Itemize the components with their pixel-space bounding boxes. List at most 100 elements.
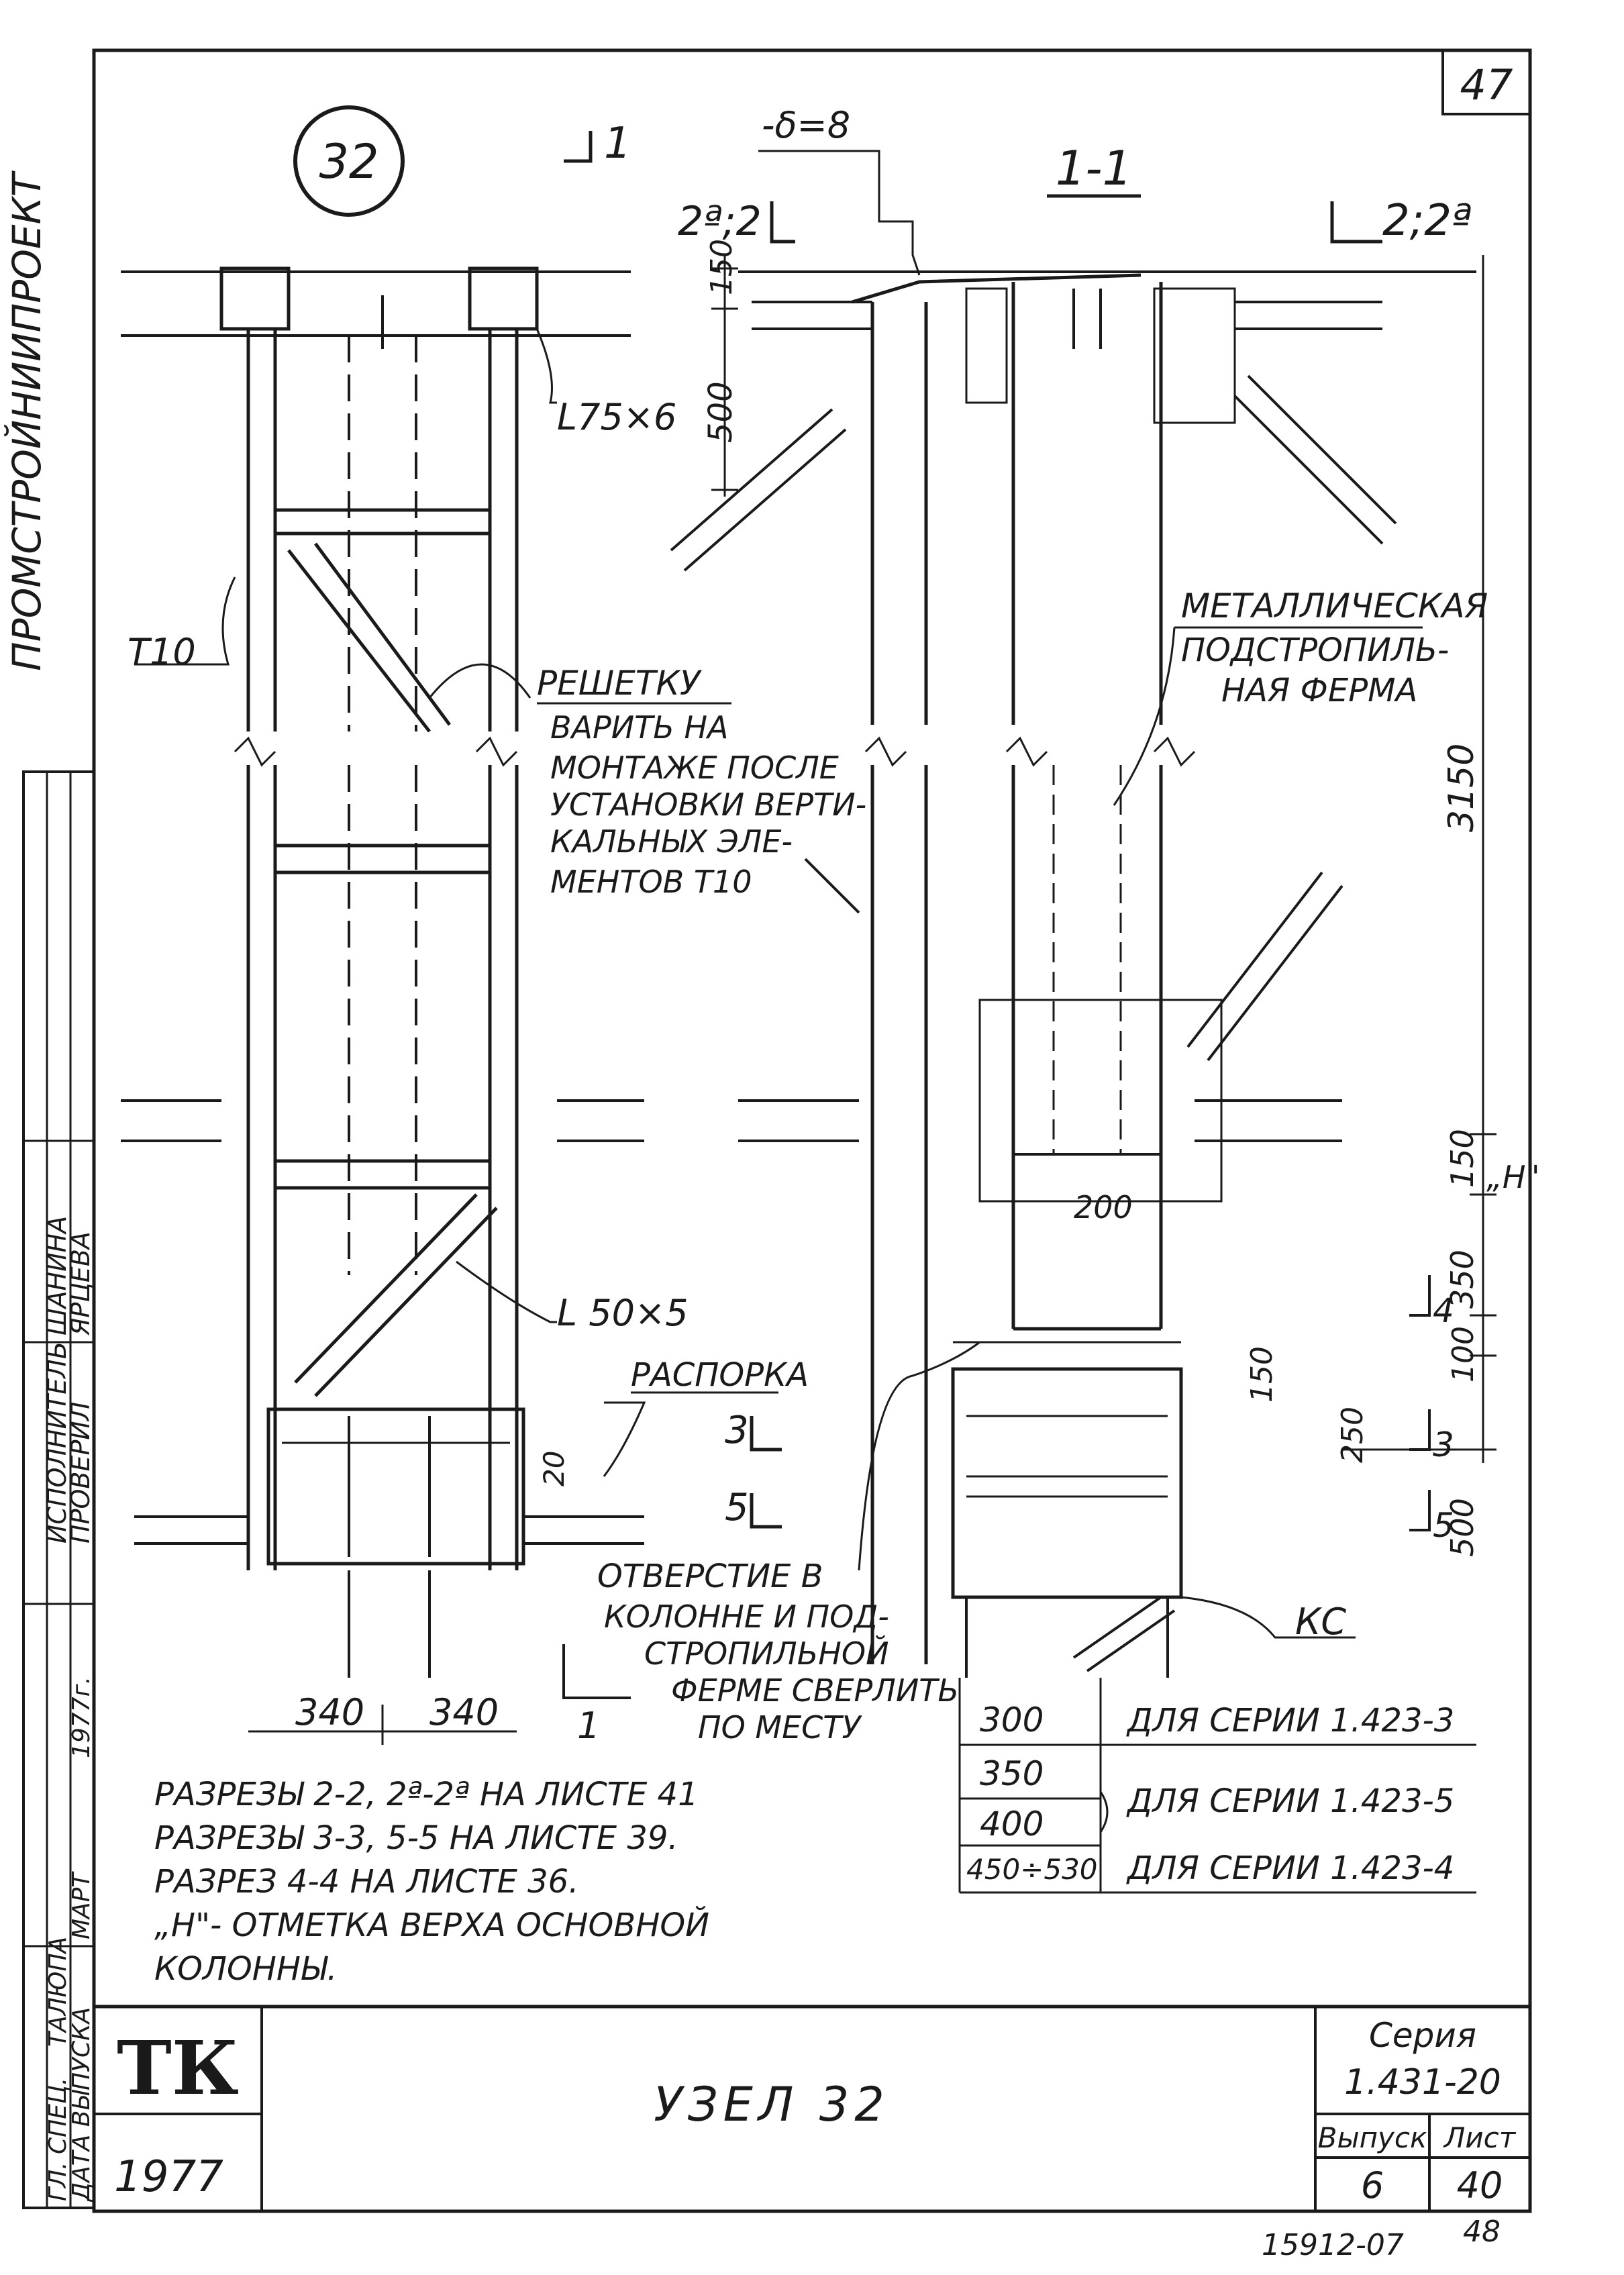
kc-label: КС — [1295, 1601, 1346, 1643]
svg-text:ФЕРМЕ СВЕРЛИТЬ: ФЕРМЕ СВЕРЛИТЬ — [671, 1672, 959, 1709]
dim-200: 200 — [1074, 1189, 1133, 1225]
issue-value: 6 — [1361, 2164, 1384, 2207]
dim-150-mid: 150 — [1444, 1129, 1480, 1188]
leader-t10 — [134, 576, 236, 666]
section-2-right-label: 2;2ª — [1382, 196, 1472, 246]
org-label: ПРОМСТРОЙНИИПРОЕКТ — [3, 170, 50, 671]
stamp-role-1: ПРОВЕРИЛ — [66, 1402, 95, 1544]
truss-note: МЕТАЛЛИЧЕСКАЯ ПОДСТРОПИЛЬ- НАЯ ФЕРМА — [1174, 587, 1488, 709]
svg-text:РАЗРЕЗ 4-4 НА ЛИСТЕ 36.: РАЗРЕЗ 4-4 НА ЛИСТЕ 36. — [154, 1863, 578, 1901]
series-label: Серия — [1369, 2016, 1476, 2055]
svg-text:РАЗРЕЗЫ 3-3, 5-5 НА ЛИСТЕ 39.: РАЗРЕЗЫ 3-3, 5-5 НА ЛИСТЕ 39. — [154, 1819, 678, 1857]
svg-text:ПОДСТРОПИЛЬ-: ПОДСТРОПИЛЬ- — [1181, 631, 1449, 669]
series-value: 1.431-20 — [1344, 2062, 1501, 2103]
sec5-label: 5 — [725, 1486, 749, 1529]
weld-note: РЕШЕТКУ ВАРИТЬ НА МОНТАЖЕ ПОСЛЕ УСТАНОВК… — [537, 664, 866, 900]
svg-text:СТРОПИЛЬНОЙ: СТРОПИЛЬНОЙ — [644, 1635, 889, 1672]
svg-text:МЕТАЛЛИЧЕСКАЯ: МЕТАЛЛИЧЕСКАЯ — [1181, 587, 1488, 625]
svg-text:ОТВЕРСТИЕ В: ОТВЕРСТИЕ В — [597, 1558, 823, 1595]
series-table: 300 ДЛЯ СЕРИИ 1.423-3 350 400 ДЛЯ СЕРИИ … — [958, 1678, 1476, 1894]
sec-marker-bottom-line — [562, 1644, 631, 1699]
dim-340-left: 340 — [295, 1691, 364, 1733]
series-row-1-value: 350 — [980, 1754, 1044, 1793]
series-row-0-value: 300 — [980, 1701, 1044, 1739]
node-circle — [293, 105, 405, 217]
series-row-2-text: ДЛЯ СЕРИИ 1.423-5 — [1126, 1782, 1454, 1820]
section-2-right-marker — [1330, 201, 1382, 244]
sheet-label: Лист — [1443, 2121, 1517, 2154]
sec5-right-label: 5 — [1433, 1506, 1454, 1545]
series-row-3-value: 450÷530 — [966, 1853, 1098, 1886]
sec3-label: 3 — [725, 1409, 749, 1452]
series-row-3-text: ДЛЯ СЕРИИ 1.423-4 — [1126, 1850, 1454, 1887]
stamp-name-1: ЯРЦЕВА — [66, 1231, 95, 1336]
page-number: 47 — [1460, 60, 1513, 109]
section-2-left-label: 2ª;2 — [678, 198, 762, 245]
issue-label: Выпуск — [1318, 2121, 1427, 2154]
title-text: УЗЕЛ 32 — [654, 2077, 890, 2132]
dim-150-small: 150 — [1245, 1346, 1279, 1403]
left-stamp: ИСПОЛНИТЕЛЬ ШАНИНА ПРОВЕРИЛ ЯРЦЕВА ГЛ. С… — [22, 770, 95, 2209]
dim-500-top: 500 — [702, 381, 740, 443]
sec5-right-marker — [1409, 1490, 1431, 1531]
stamp-year: 1977г. — [68, 1676, 95, 1758]
section-title: 1-1 — [1056, 141, 1132, 196]
right-view — [670, 270, 1476, 1678]
stamp-role-0: ИСПОЛНИТЕЛЬ — [42, 1342, 72, 1544]
section-marker-top-label: 1 — [604, 119, 631, 168]
sheet-value: 40 — [1457, 2164, 1503, 2207]
label-angle-top: L75×6 — [557, 396, 676, 438]
plate-leader — [758, 150, 921, 276]
dim-100: 100 — [1446, 1326, 1480, 1382]
footer-code: 15912-07 — [1262, 2228, 1404, 2262]
svg-text:РАЗРЕЗЫ 2-2, 2ª-2ª НА ЛИСТЕ 41: РАЗРЕЗЫ 2-2, 2ª-2ª НА ЛИСТЕ 41 — [154, 1776, 699, 1813]
sec4-label: 4 — [1433, 1291, 1454, 1330]
hole-note: ОТВЕРСТИЕ В КОЛОННЕ И ПОД- СТРОПИЛЬНОЙ Ф… — [597, 1558, 959, 1746]
stamp-name-3: МАРТ — [68, 1871, 95, 1939]
label-t10: T10 — [128, 631, 196, 673]
series-row-0-text: ДЛЯ СЕРИИ 1.423-3 — [1126, 1702, 1454, 1739]
hole-leader — [858, 1341, 980, 1571]
section-marker-top — [564, 131, 593, 163]
sec4-marker — [1409, 1275, 1431, 1317]
svg-text:НАЯ ФЕРМА: НАЯ ФЕРМА — [1221, 672, 1417, 709]
dim-340-right: 340 — [429, 1691, 499, 1733]
leader-weld-note — [428, 663, 531, 699]
svg-text:МЕНТОВ T10: МЕНТОВ T10 — [550, 864, 752, 900]
svg-text:КОЛОННЫ.: КОЛОННЫ. — [154, 1950, 337, 1988]
svg-text:УСТАНОВКИ ВЕРТИ-: УСТАНОВКИ ВЕРТИ- — [550, 787, 866, 823]
stamp-role-2: ГЛ. СПЕЦ. — [44, 2078, 72, 2201]
label-angle-bottom: L 50×5 — [557, 1292, 689, 1334]
svg-text:МОНТАЖЕ ПОСЛЕ: МОНТАЖЕ ПОСЛЕ — [550, 750, 839, 786]
svg-text:КОЛОННЕ И ПОД-: КОЛОННЕ И ПОД- — [604, 1599, 889, 1635]
svg-text:КАЛЬНЫХ ЭЛЕ-: КАЛЬНЫХ ЭЛЕ- — [550, 823, 793, 860]
svg-text:ПО МЕСТУ: ПО МЕСТУ — [698, 1709, 862, 1746]
footer-num: 48 — [1463, 2215, 1501, 2249]
section-2-left-marker — [770, 201, 795, 244]
svg-text:РЕШЕТКУ: РЕШЕТКУ — [537, 664, 703, 703]
leader-angle-top — [536, 328, 557, 404]
plate-label: -δ=8 — [762, 104, 850, 146]
label-strut: РАСПОРКА — [631, 1356, 809, 1394]
kc-leader — [1180, 1596, 1356, 1639]
dim-350: 350 — [1444, 1250, 1480, 1309]
node-number: 32 — [319, 134, 378, 189]
sec3-right-marker — [1409, 1409, 1431, 1451]
title-year: 1977 — [114, 2152, 223, 2202]
svg-text:„H"- ОТМЕТКА ВЕРХА ОСНОВНОЙ: „H"- ОТМЕТКА ВЕРХА ОСНОВНОЙ — [154, 1906, 709, 1944]
page-number-box — [1441, 50, 1530, 115]
dim-250: 250 — [1335, 1407, 1370, 1463]
sec3-right-label: 3 — [1433, 1425, 1454, 1464]
svg-text:ВАРИТЬ НА: ВАРИТЬ НА — [550, 709, 729, 746]
title-block: ТК 1977 УЗЕЛ 32 Серия 1.431-20 Выпуск Ли… — [92, 2005, 1532, 2213]
stamp-name-2: ТАЛЮПА — [44, 1937, 72, 2047]
dim-500-bot: 500 — [1444, 1498, 1480, 1557]
sec3-marker — [750, 1416, 782, 1452]
dim-20: 20 — [538, 1451, 570, 1486]
series-row-2-value: 400 — [980, 1805, 1044, 1843]
stamp-role-3: ДАТА ВЫПУСКА — [68, 2007, 95, 2203]
tk-logo: ТК — [117, 2025, 239, 2111]
sec-marker-bottom: 1 — [577, 1705, 600, 1747]
truss-leader — [1113, 627, 1176, 806]
